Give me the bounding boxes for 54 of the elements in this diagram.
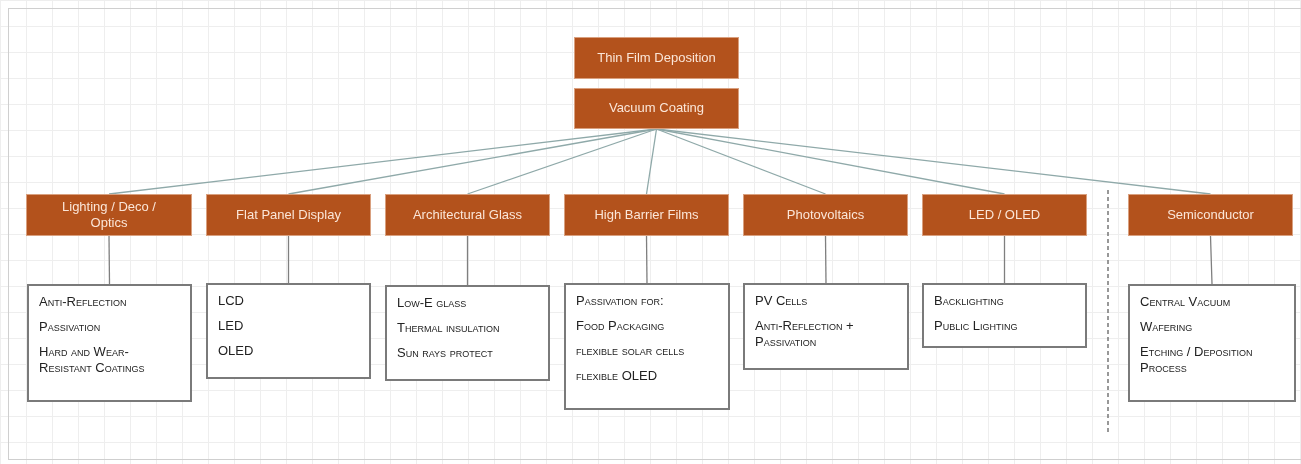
connector-line — [824, 235, 827, 284]
list-item: Passivation — [39, 319, 102, 335]
list-item: Public Lighting — [934, 318, 1019, 334]
list-item: Central Vacuum — [1140, 294, 1232, 310]
list-item: flexible solar cells — [576, 343, 686, 359]
box-label: Architectural Glass — [412, 206, 523, 224]
list-item: Sun rays protect — [397, 345, 494, 361]
list-box — [564, 283, 730, 410]
category-box — [922, 194, 1087, 236]
connector-line — [1003, 235, 1006, 284]
list-box — [206, 283, 371, 379]
list-item: Anti-Reflection — [39, 294, 128, 310]
connector-line — [287, 235, 290, 284]
list-item: Wafering — [1140, 319, 1194, 335]
category-box — [1128, 194, 1293, 236]
box-label: High Barrier Films — [594, 206, 699, 224]
box-label: Flat Panel Display — [236, 206, 341, 224]
category-box — [564, 194, 729, 236]
list-item: LCD — [218, 293, 245, 309]
title-box — [574, 37, 739, 79]
box-label: Photovoltaics — [786, 206, 865, 224]
box-label: Lighting / Deco / Optics — [61, 198, 157, 232]
list-item: Backlighting — [934, 293, 1005, 309]
list-box — [1128, 284, 1296, 402]
box-label: Vacuum Coating — [608, 100, 705, 117]
list-item: LED — [218, 318, 245, 334]
category-box — [26, 194, 192, 236]
connector-line — [645, 235, 648, 284]
list-item: Passivation for: — [576, 293, 665, 309]
list-item: Anti-Reflection + Passivation — [755, 318, 855, 350]
box-label: Thin Film Deposition — [597, 49, 716, 67]
connector-line — [466, 128, 658, 195]
list-item: Low-E glass — [397, 295, 468, 311]
list-box — [922, 283, 1087, 348]
box-label: Semiconductor — [1167, 206, 1254, 224]
list-item: Hard and Wear-Resistant Coatings — [39, 344, 146, 376]
list-item: flexible OLED — [576, 368, 659, 384]
list-box — [27, 284, 192, 402]
connector-line — [108, 235, 111, 285]
category-box — [385, 194, 550, 236]
list-box — [385, 285, 550, 381]
list-item: OLED — [218, 343, 255, 359]
list-box — [743, 283, 909, 370]
title-box — [574, 88, 739, 129]
box-label: LED / OLED — [968, 206, 1041, 224]
list-item: Etching / Deposition Process — [1140, 344, 1254, 376]
list-item: Food Packaging — [576, 318, 666, 334]
connector-line — [466, 235, 469, 286]
connector-line — [645, 128, 658, 195]
list-item: PV Cells — [755, 293, 809, 309]
category-box — [206, 194, 371, 236]
connector-line — [1209, 235, 1213, 285]
list-item: Thermal insulation — [397, 320, 501, 336]
category-box — [743, 194, 908, 236]
